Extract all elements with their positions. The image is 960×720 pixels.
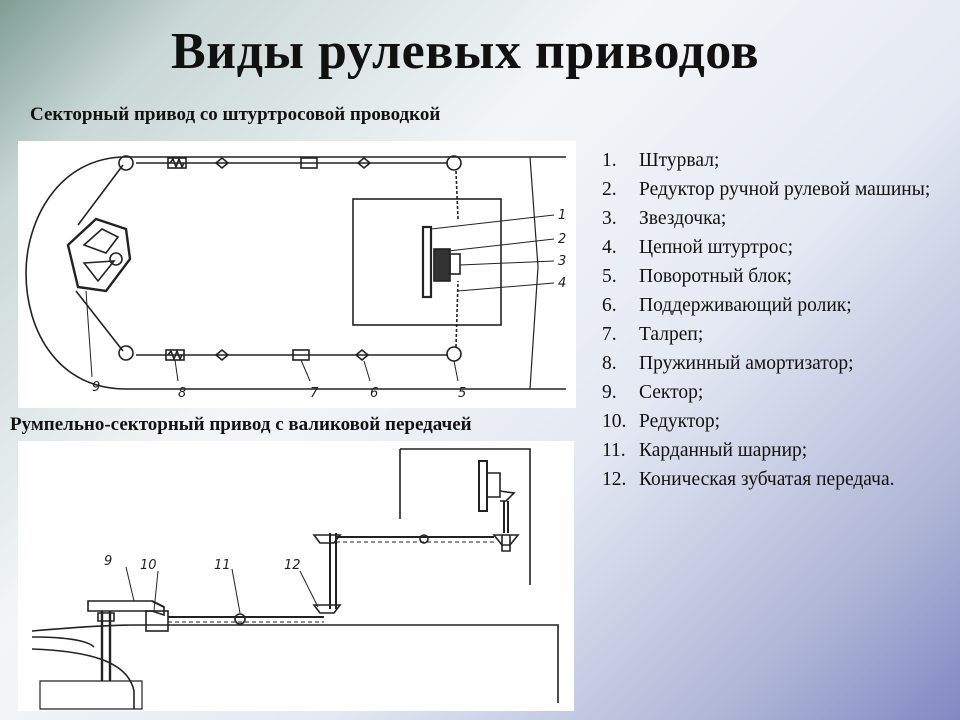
steering-column [478,460,488,512]
legend-item: 12.Коническая зубчатая передача. [602,469,895,490]
tiller-label-10: 10 [140,558,157,573]
hull-outline [25,156,566,390]
wheelhouse-box [352,198,502,326]
slide-title: Виды рулевых приводов [170,23,760,80]
legend-item: 1.Штурвал; [602,150,720,171]
legend-item: 3.Звездочка; [602,208,727,229]
legend-item: 8.Пружинный амортизатор; [602,353,854,374]
deckhouse [400,448,531,585]
turning-block-top-right [446,155,462,171]
caption-tiller-drive: Румпельно-секторный привод с валиковой п… [10,414,472,435]
steering-wheel [421,225,433,299]
manual-reducer [433,248,451,282]
legend-item: 10.Редуктор; [602,411,721,432]
hull-bottom [31,648,135,709]
tiller-label-11: 11 [214,558,231,573]
label-8: 8 [178,386,186,401]
label-9: 9 [92,380,100,395]
label-7: 7 [310,386,319,401]
legend-item: 2.Редуктор ручной рулевой машины; [602,179,931,200]
turning-block-bottom-left [118,345,134,361]
sector-shape [66,217,132,293]
legend-item: 4.Цепной штуртрос; [602,237,794,258]
tiller-label-9: 9 [104,554,112,569]
label-2: 2 [558,232,566,247]
caption-sector-drive: Секторный привод со штуртросовой проводк… [30,104,441,125]
label-5: 5 [458,386,466,401]
legend-item: 9.Сектор; [602,382,704,403]
support-roller-top-1 [214,156,230,170]
support-roller-bottom-2 [354,348,370,362]
bevel-gear-bottom-corner [312,604,342,614]
turnbuckle-top [300,157,318,169]
turning-block-top-left [118,155,134,171]
sector-drive-drawing: 1 2 3 4 5 6 7 8 9 [25,155,566,401]
sprocket [449,253,461,275]
label-6: 6 [370,386,378,401]
spring-absorber-top [167,157,187,169]
sector-hub [109,252,123,266]
hull-stern-edge [529,156,539,390]
reducer [145,610,169,632]
turning-block-bottom-right [446,346,462,362]
tiller-label-12: 12 [284,558,301,573]
legend-item: 6.Поддерживающий ролик; [602,295,852,316]
cardan-joint-upper [419,534,429,544]
legend-item: 7.Талреп; [602,324,704,345]
bevel-gear-upper [492,534,520,546]
support-roller-bottom-1 [214,348,230,362]
label-4: 4 [558,276,566,291]
label-3: 3 [558,254,566,269]
bevel-gear-top-corner [312,534,342,544]
sector-drive-diagram: 1 2 3 4 5 6 7 8 9 [18,141,576,408]
tiller-drive-drawing: 9 10 11 12 [31,448,559,710]
legend-item: 11.Карданный шарнир; [602,440,808,461]
legend-item: 5.Поворотный блок; [602,266,793,287]
tiller-drive-diagram: 9 10 11 12 [18,441,574,711]
deck-line [31,624,559,703]
component-legend: 1.Штурвал; 2.Редуктор ручной рулевой маш… [602,146,959,494]
support-roller-top-2 [356,156,372,170]
label-1: 1 [558,208,566,223]
cardan-joint [234,613,246,625]
